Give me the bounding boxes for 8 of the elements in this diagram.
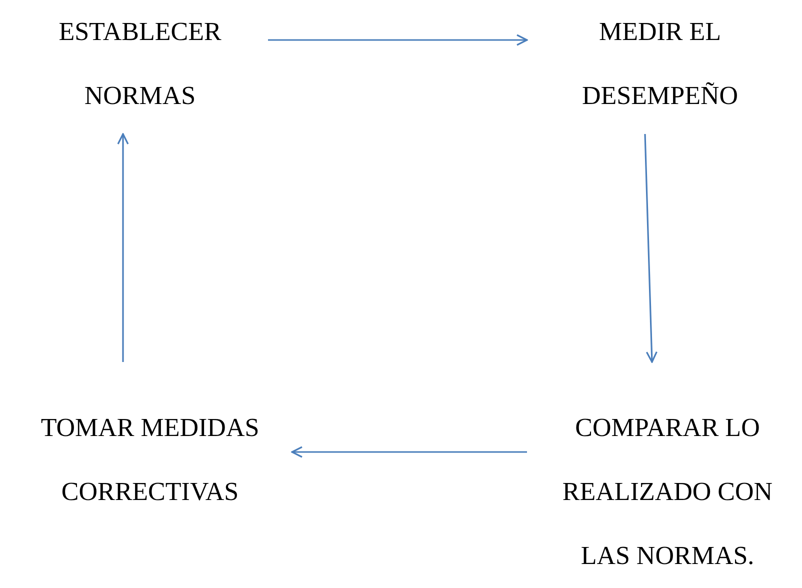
step-text: TOMAR MEDIDAS CORRECTIVAS <box>12 396 288 524</box>
step-text: ESTABLECER NORMAS <box>20 0 260 128</box>
arrow <box>644 134 658 363</box>
arrow <box>268 34 528 46</box>
step-text: MEDIR EL DESEMPEÑO <box>560 0 760 128</box>
step-text: COMPARAR LO REALIZADO CON LAS NORMAS. <box>535 396 800 588</box>
arrow <box>291 446 527 458</box>
arrow <box>117 133 129 362</box>
